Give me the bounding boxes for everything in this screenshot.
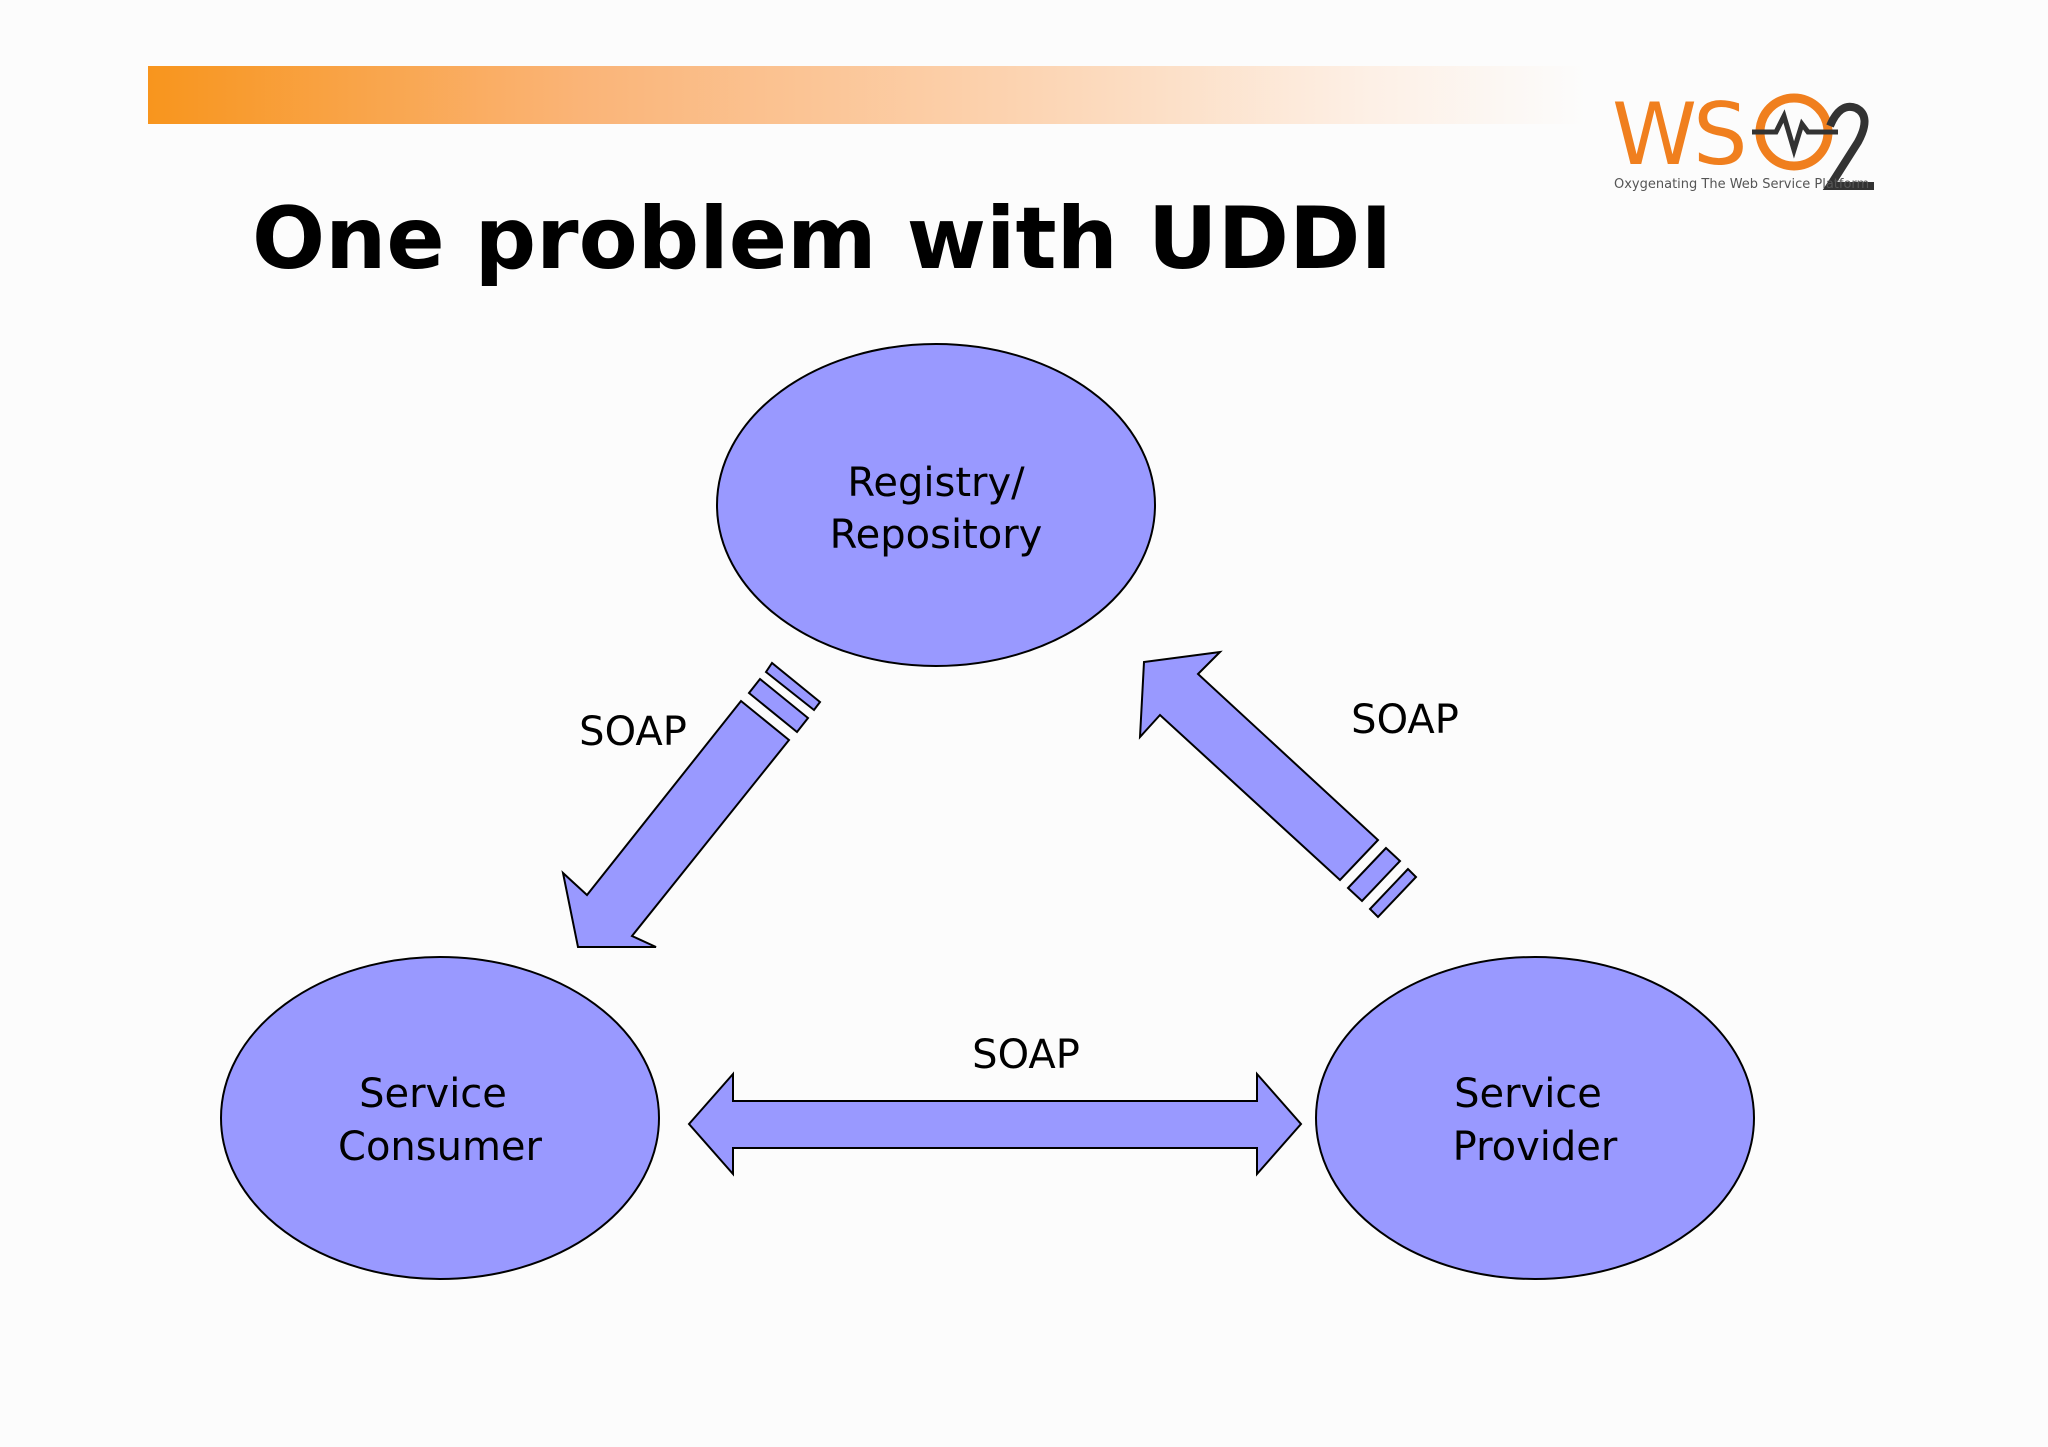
page-title: One problem with UDDI — [252, 189, 1392, 289]
consumer-ellipse — [220, 956, 660, 1280]
registry-label-line2: Repository — [830, 512, 1043, 558]
arrow-tail-stripe — [1368, 867, 1418, 919]
node-registry: Registry/ Repository — [716, 343, 1156, 667]
node-service-consumer: Service Consumer — [220, 956, 660, 1280]
provider-ellipse — [1315, 956, 1755, 1280]
logo-tagline: Oxygenating The Web Service Platform — [1614, 177, 1869, 192]
edge-label-consumer-provider: SOAP — [972, 1032, 1080, 1078]
registry-ellipse — [716, 343, 1156, 667]
provider-label-line2: Provider — [1453, 1124, 1618, 1170]
arrow-tail-stripe — [764, 661, 822, 712]
arrow-body — [561, 699, 791, 948]
provider-label-line1: Service — [1454, 1071, 1602, 1117]
arrow-body — [1138, 650, 1380, 882]
arrow-tail-stripe — [1346, 846, 1402, 903]
wso2-logo: WS Oxygenating The Web Service Platform — [1612, 85, 1874, 192]
consumer-label-line1: Service — [359, 1071, 507, 1117]
consumer-label-line2: Consumer — [338, 1124, 543, 1170]
registry-label-line1: Registry/ — [847, 460, 1025, 506]
arrow-consumer-provider — [687, 1071, 1303, 1177]
node-service-provider: Service Provider — [1315, 956, 1755, 1280]
header-gradient-bar — [148, 66, 1588, 124]
logo-two — [1822, 102, 1874, 190]
edge-label-registry-consumer: SOAP — [579, 709, 687, 755]
edge-label-provider-registry: SOAP — [1351, 697, 1459, 743]
arrow-registry-to-consumer — [561, 661, 822, 948]
arrow-provider-to-registry — [1138, 650, 1418, 919]
arrow-tail-stripe — [747, 677, 810, 734]
logo-wordmark: WS — [1612, 85, 1744, 185]
heartbeat-icon — [1752, 109, 1838, 159]
